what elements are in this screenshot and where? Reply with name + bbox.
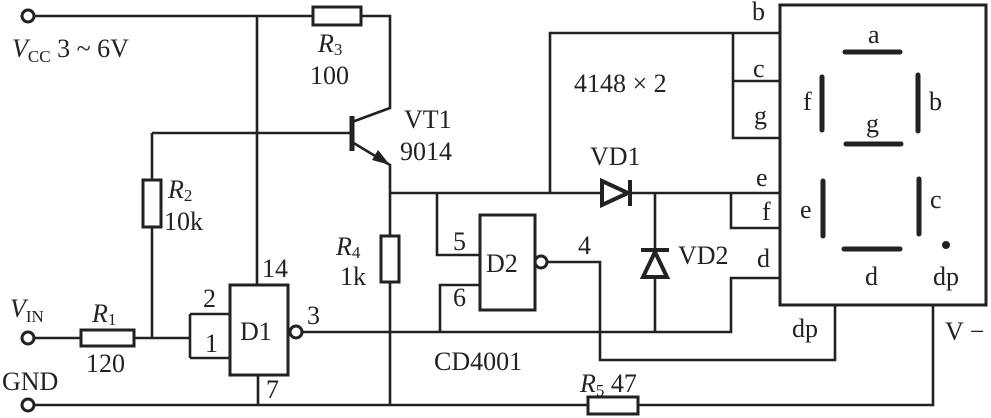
pin-e-label: e xyxy=(756,163,768,192)
gate-d2 xyxy=(478,213,537,312)
gate-d1 xyxy=(228,283,290,377)
pin-c-label: c xyxy=(753,54,765,83)
gnd-label: GND xyxy=(2,367,58,396)
pin-f-label: f xyxy=(762,197,771,226)
seg-e-label: e xyxy=(800,195,812,224)
r2-value: 10k xyxy=(164,207,203,236)
diode-vd2 xyxy=(639,247,671,279)
seven-segment-display xyxy=(778,3,988,307)
r5-label: R5 47 xyxy=(579,369,637,400)
d1-pin14: 14 xyxy=(262,254,288,283)
d1-pin2: 2 xyxy=(203,284,216,313)
resistor-r2 xyxy=(141,178,163,229)
r1-label: R1 xyxy=(91,299,116,329)
vcc-terminal xyxy=(20,8,36,24)
seg-f-label: f xyxy=(803,87,812,116)
d2-pin4: 4 xyxy=(578,231,591,260)
vin-label: VIN xyxy=(10,294,44,326)
vcc-label: VCC 3 ~ 6V xyxy=(12,34,129,66)
resistor-r3 xyxy=(311,5,363,27)
seg-c-label: c xyxy=(930,185,942,214)
d2-pin5: 5 xyxy=(453,227,466,256)
pin-g-label: g xyxy=(754,101,767,130)
r4-value: 1k xyxy=(340,262,366,291)
segment-dp xyxy=(942,241,950,249)
d1-pin1: 1 xyxy=(205,329,218,358)
r4-label: R4 xyxy=(335,232,361,262)
resistor-r5 xyxy=(586,395,640,416)
vd2-label: VD2 xyxy=(678,241,729,270)
seg-b-label: b xyxy=(929,87,942,116)
r3-label: R3 xyxy=(317,29,342,59)
d1-label: D1 xyxy=(240,317,272,346)
ic-label: CD4001 xyxy=(434,347,522,376)
vt1-label: VT1 xyxy=(404,105,452,134)
seg-a-label: a xyxy=(868,20,880,49)
d2-pin6: 6 xyxy=(453,283,466,312)
d2-label: D2 xyxy=(486,249,518,278)
r1-value: 120 xyxy=(86,349,125,378)
r2-label: R2 xyxy=(167,175,192,205)
resistor-r4 xyxy=(379,234,401,284)
pin-d-label: d xyxy=(757,244,770,273)
vin-terminal xyxy=(20,330,36,346)
resistor-r1 xyxy=(79,328,136,348)
vd1-label: VD1 xyxy=(590,142,641,171)
wires xyxy=(34,14,935,407)
vneg-label: V − xyxy=(945,317,984,346)
d1-pin3: 3 xyxy=(307,301,320,330)
vt1-part: 9014 xyxy=(400,137,452,166)
d2-output-bubble xyxy=(533,254,549,270)
gnd-terminal xyxy=(20,397,36,413)
d1-pin7: 7 xyxy=(266,375,279,404)
seg-dp-label: dp xyxy=(933,262,959,291)
r3-value: 100 xyxy=(310,61,349,90)
pin-dp-label: dp xyxy=(792,314,818,343)
pin-b-label: b xyxy=(752,0,765,26)
transistor-vt1 xyxy=(349,116,390,165)
seg-g-label: g xyxy=(866,109,879,138)
seg-d-label: d xyxy=(865,262,878,291)
diode-vd1 xyxy=(600,177,633,209)
diode-part-label: 4148 × 2 xyxy=(574,69,667,98)
d1-output-bubble xyxy=(288,324,304,340)
